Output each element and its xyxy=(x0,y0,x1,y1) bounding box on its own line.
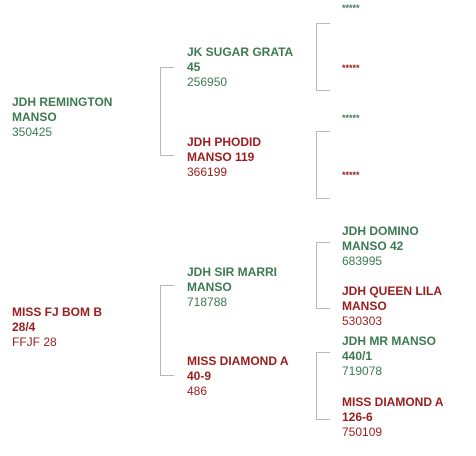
sire-name-line1[interactable]: JDH REMINGTON xyxy=(12,95,113,109)
dam-dam-reg: 486 xyxy=(187,384,208,398)
connector-sire-sire-vertical xyxy=(316,23,317,90)
dam-dam-sire-node[interactable]: JDH MR MANSO 440/1 719078 xyxy=(342,334,436,379)
dam-dam-dam-node[interactable]: MISS DIAMOND A 126-6 750109 xyxy=(342,395,444,440)
sire-sire-sire-unknown: ***** xyxy=(342,3,360,13)
connector-sire-bottom xyxy=(160,155,174,156)
dam-sire-sire-reg: 683995 xyxy=(342,254,383,268)
connector-sire-sire-top xyxy=(316,23,330,24)
connector-sire-top xyxy=(160,67,174,68)
dam-sire-sire-name-line1[interactable]: JDH DOMINO xyxy=(342,224,419,238)
sire-sire-name-line2[interactable]: 45 xyxy=(187,60,201,74)
connector-sire-dam-top xyxy=(316,131,330,132)
sire-dam-node[interactable]: JDH PHODID MANSO 119 366199 xyxy=(187,135,261,180)
connector-dam-dam-bottom xyxy=(316,419,330,420)
dam-sire-name-line1[interactable]: JDH SIR MARRI xyxy=(187,265,278,279)
dam-dam-sire-reg: 719078 xyxy=(342,364,383,378)
dam-sire-reg: 718788 xyxy=(187,295,228,309)
dam-sire-sire-name-line2[interactable]: MANSO 42 xyxy=(342,239,404,253)
dam-dam-dam-reg: 750109 xyxy=(342,425,383,439)
dam-name-line2[interactable]: 28/4 xyxy=(12,320,36,334)
connector-dam-bottom xyxy=(160,375,174,376)
dam-node[interactable]: MISS FJ BOM B 28/4 FFJF 28 xyxy=(12,305,102,350)
dam-dam-sire-name-line2[interactable]: 440/1 xyxy=(342,349,373,363)
sire-dam-reg: 366199 xyxy=(187,165,228,179)
connector-sire-vertical xyxy=(160,67,161,155)
connector-dam-top xyxy=(160,285,174,286)
dam-dam-name-line1[interactable]: MISS DIAMOND A xyxy=(187,354,289,368)
dam-name-line1[interactable]: MISS FJ BOM B xyxy=(12,305,103,319)
dam-sire-dam-name-line1[interactable]: JDH QUEEN LILA xyxy=(342,284,443,298)
dam-dam-dam-name-line1[interactable]: MISS DIAMOND A xyxy=(342,395,444,409)
dam-dam-node[interactable]: MISS DIAMOND A 40-9 486 xyxy=(187,354,289,399)
dam-dam-sire-name-line1[interactable]: JDH MR MANSO xyxy=(342,334,437,348)
sire-reg: 350425 xyxy=(12,125,53,139)
sire-dam-name-line1[interactable]: JDH PHODID xyxy=(187,135,262,149)
sire-sire-node[interactable]: JK SUGAR GRATA 45 256950 xyxy=(187,45,293,90)
sire-sire-reg: 256950 xyxy=(187,75,228,89)
dam-sire-node[interactable]: JDH SIR MARRI MANSO 718788 xyxy=(187,265,277,310)
connector-dam-sire-top xyxy=(316,242,330,243)
connector-dam-dam-vertical xyxy=(316,352,317,419)
connector-sire-sire-bottom xyxy=(316,90,330,91)
dam-sire-dam-reg: 530303 xyxy=(342,314,383,328)
connector-dam-dam-top xyxy=(316,352,330,353)
sire-sire-dam-unknown: ***** xyxy=(342,63,360,73)
sire-dam-dam-unknown: ***** xyxy=(342,170,360,180)
dam-dam-name-line2[interactable]: 40-9 xyxy=(187,369,212,383)
dam-dam-dam-name-line2[interactable]: 126-6 xyxy=(342,410,373,424)
connector-sire-dam-vertical xyxy=(316,131,317,198)
dam-sire-name-line2[interactable]: MANSO xyxy=(187,280,232,294)
sire-dam-name-line2[interactable]: MANSO 119 xyxy=(187,150,255,164)
sire-dam-sire-unknown: ***** xyxy=(342,113,360,123)
connector-dam-vertical xyxy=(160,285,161,375)
connector-sire-dam-bottom xyxy=(316,198,330,199)
connector-dam-sire-bottom xyxy=(316,308,330,309)
sire-node[interactable]: JDH REMINGTON MANSO 350425 xyxy=(12,95,112,140)
dam-sire-dam-name-line2[interactable]: MANSO xyxy=(342,299,387,313)
sire-name-line2[interactable]: MANSO xyxy=(12,110,57,124)
dam-sire-sire-node[interactable]: JDH DOMINO MANSO 42 683995 xyxy=(342,224,419,269)
connector-dam-sire-vertical xyxy=(316,242,317,308)
sire-sire-name-line1[interactable]: JK SUGAR GRATA xyxy=(187,45,294,59)
dam-sire-dam-node[interactable]: JDH QUEEN LILA MANSO 530303 xyxy=(342,284,442,329)
dam-reg: FFJF 28 xyxy=(12,335,57,349)
